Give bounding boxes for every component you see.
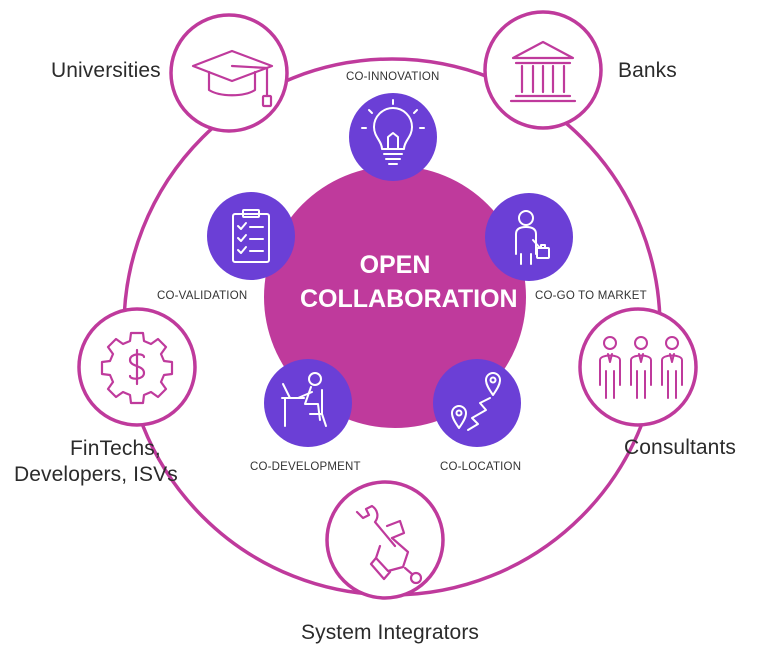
label-consultants: Consultants — [624, 436, 736, 459]
lightbulb-icon — [361, 99, 425, 165]
label-universities: Universities — [51, 59, 161, 82]
outer-node-banks — [483, 10, 603, 130]
outer-node-consultants — [578, 307, 698, 427]
center-title-line1: OPEN — [359, 251, 431, 279]
label-fintechs-line2: Developers, ISVs — [14, 463, 178, 486]
businessman-icon — [515, 210, 550, 265]
map-route-icon — [451, 372, 501, 431]
center-title-line2: COLLABORATION — [300, 285, 518, 313]
graduation-cap-icon — [191, 49, 274, 108]
label-system-integrators: System Integrators — [301, 621, 480, 644]
inner-node-co-location — [433, 359, 521, 447]
inner-node-co-innovation — [349, 93, 437, 181]
bank-building-icon — [509, 40, 577, 103]
outer-node-universities — [169, 13, 289, 133]
label-fintechs-line1: FinTechs, — [70, 437, 161, 460]
label-co-go-to-market: CO-GO TO MARKET — [535, 290, 647, 302]
label-co-validation: CO-VALIDATION — [157, 290, 248, 302]
label-co-location: CO-LOCATION — [440, 461, 522, 473]
label-co-development: CO-DEVELOPMENT — [250, 461, 361, 473]
outer-node-system-integrators — [325, 480, 445, 600]
center-title: OPEN COLLABORATION — [300, 248, 518, 316]
wrench-hand-icon — [355, 504, 423, 585]
dollar-gear-icon — [100, 331, 174, 405]
inner-node-co-go-to-market — [485, 193, 573, 281]
label-co-innovation: CO-INNOVATION — [346, 71, 440, 83]
inner-node-co-validation — [207, 192, 295, 280]
inner-node-co-development — [264, 359, 352, 447]
outer-node-fintechs — [77, 307, 197, 427]
person-at-desk-icon — [281, 372, 327, 427]
people-group-icon — [599, 336, 683, 399]
label-banks: Banks — [618, 59, 677, 82]
clipboard-checklist-icon — [232, 209, 270, 263]
